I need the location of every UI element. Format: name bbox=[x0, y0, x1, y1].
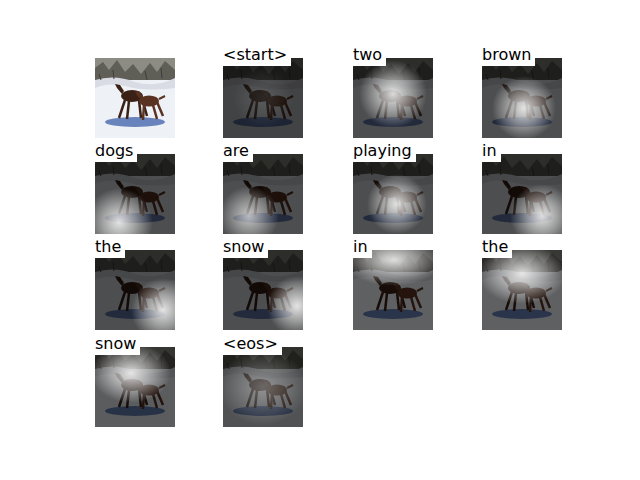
attention-map bbox=[219, 154, 303, 246]
word-label: snow bbox=[222, 236, 268, 258]
attention-map bbox=[353, 154, 433, 234]
attention-map bbox=[353, 58, 433, 138]
attention-map bbox=[223, 250, 327, 336]
word-label: brown bbox=[481, 44, 535, 66]
word-label: <eos> bbox=[222, 333, 282, 355]
source-photo bbox=[95, 58, 175, 138]
word-label: in bbox=[481, 140, 501, 162]
word-label: snow bbox=[94, 333, 140, 355]
word-label: dogs bbox=[94, 140, 137, 162]
word-label: in bbox=[352, 236, 372, 258]
attention-map bbox=[91, 343, 175, 427]
word-label: <start> bbox=[222, 44, 291, 66]
attention-map bbox=[223, 58, 303, 138]
attention-map bbox=[343, 234, 443, 330]
attention-map bbox=[219, 347, 307, 427]
word-label: playing bbox=[352, 140, 416, 162]
attention-map bbox=[482, 58, 562, 140]
word-label: two bbox=[352, 44, 386, 66]
word-label: the bbox=[481, 236, 512, 258]
word-label: are bbox=[222, 140, 253, 162]
word-label: the bbox=[94, 236, 125, 258]
attention-map bbox=[95, 250, 195, 342]
attention-map bbox=[482, 154, 574, 248]
